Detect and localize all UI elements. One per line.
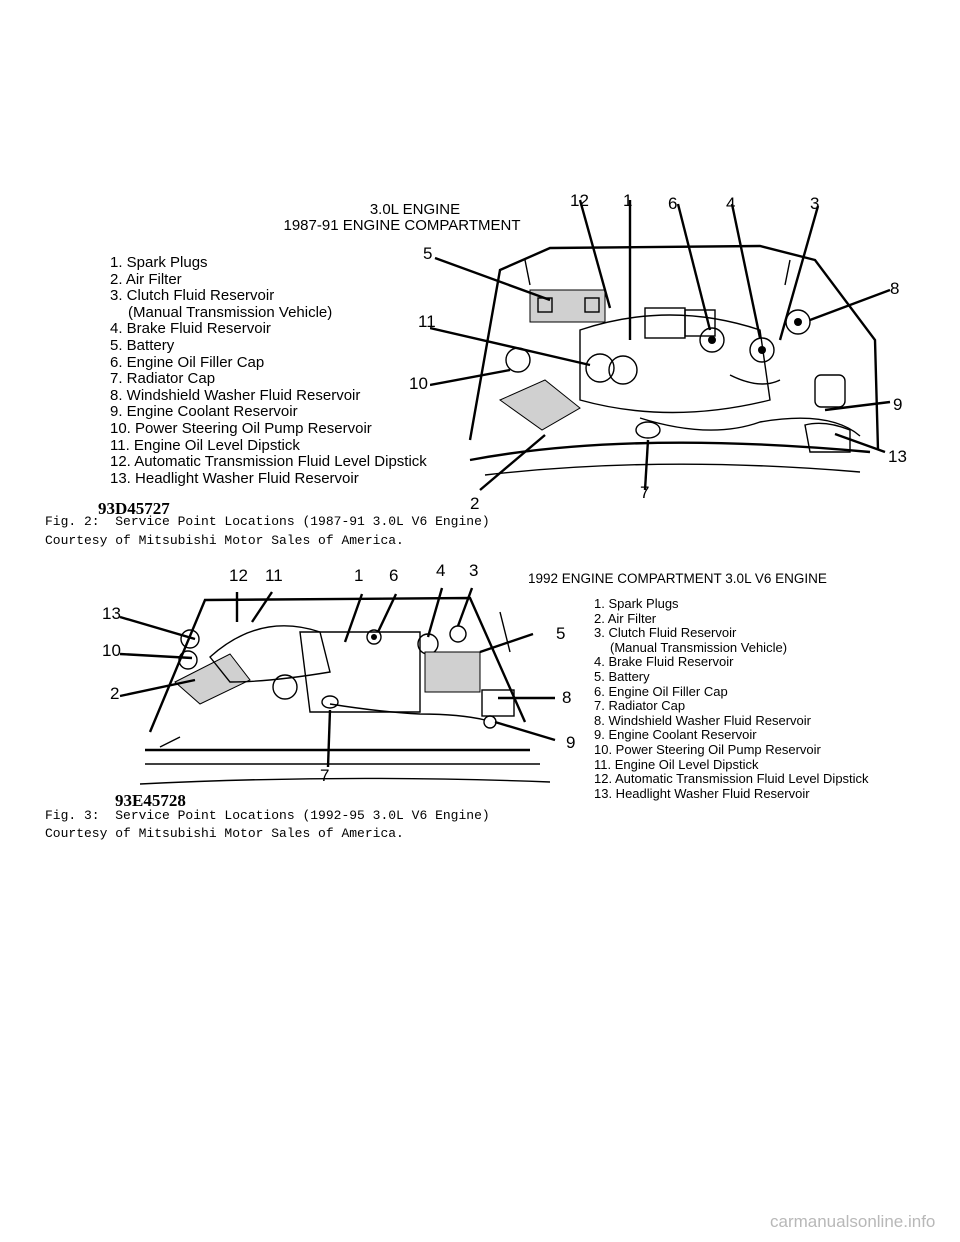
legend-item: 1. Spark Plugs [110,255,427,272]
legend-item: 1. Spark Plugs [594,597,869,612]
callout-label: 7 [320,766,329,786]
callout-label: 12 [229,566,248,586]
callout-label: 6 [389,566,398,586]
legend-item: 11. Engine Oil Level Dipstick [594,758,869,773]
legend-item: 3. Clutch Fluid Reservoir [594,626,869,641]
legend-item: 9. Engine Coolant Reservoir [594,728,869,743]
legend-item: 4. Brake Fluid Reservoir [594,655,869,670]
legend-item: 5. Battery [594,670,869,685]
figure-1-legend: 1. Spark Plugs 2. Air Filter 3. Clutch F… [110,255,427,487]
figure-2-caption-line-1: Fig. 3: Service Point Locations (1992-95… [45,808,490,823]
callout-label: 13 [102,604,121,624]
callout-label: 11 [418,312,436,332]
legend-item: 3. Clutch Fluid Reservoir [110,288,427,305]
callout-label: 5 [423,244,432,264]
callout-label: 4 [436,561,445,581]
legend-item: 6. Engine Oil Filler Cap [594,685,869,700]
callout-label: 10 [409,374,428,394]
callout-label: 8 [890,279,899,299]
legend-item: 8. Windshield Washer Fluid Reservoir [594,714,869,729]
callout-label: 9 [566,733,575,753]
callout-label: 10 [102,641,121,661]
legend-item: 9. Engine Coolant Reservoir [110,404,427,421]
legend-item: 11. Engine Oil Level Dipstick [110,438,427,455]
legend-item: 6. Engine Oil Filler Cap [110,355,427,372]
callout-label: 6 [668,194,677,214]
callout-label: 3 [469,561,478,581]
legend-item: 8. Windshield Washer Fluid Reservoir [110,388,427,405]
callout-label: 7 [640,483,649,503]
callout-label: 5 [556,624,565,644]
legend-item: (Manual Transmission Vehicle) [110,305,427,322]
callout-label: 13 [888,447,907,467]
legend-item: 10. Power Steering Oil Pump Reservoir [594,743,869,758]
callout-label: 9 [893,395,902,415]
callout-label: 3 [810,194,819,214]
legend-item: 7. Radiator Cap [594,699,869,714]
legend-item: 10. Power Steering Oil Pump Reservoir [110,421,427,438]
legend-item: 4. Brake Fluid Reservoir [110,321,427,338]
callout-label: 8 [562,688,571,708]
legend-item: 12. Automatic Transmission Fluid Level D… [594,772,869,787]
engine-compartment-1992-95-drawing [100,562,580,790]
legend-item: (Manual Transmission Vehicle) [594,641,869,656]
figure-1-caption-line-2: Courtesy of Mitsubishi Motor Sales of Am… [45,533,404,548]
watermark: carmanualsonline.info [770,1212,935,1232]
callout-label: 2 [110,684,119,704]
callout-label: 12 [570,191,589,211]
legend-item: 13. Headlight Washer Fluid Reservoir [110,471,427,488]
callout-label: 11 [265,566,283,586]
legend-item: 13. Headlight Washer Fluid Reservoir [594,787,869,802]
callout-label: 4 [726,194,735,214]
engine-compartment-1987-91-drawing [430,190,910,510]
legend-item: 2. Air Filter [110,272,427,289]
legend-item: 2. Air Filter [594,612,869,627]
figure-1-caption-line-1: Fig. 2: Service Point Locations (1987-91… [45,514,490,529]
figure-2-caption-line-2: Courtesy of Mitsubishi Motor Sales of Am… [45,826,404,841]
callout-label: 1 [623,191,632,211]
callout-label: 2 [470,494,479,514]
legend-item: 7. Radiator Cap [110,371,427,388]
figure-2-legend: 1. Spark Plugs 2. Air Filter 3. Clutch F… [594,597,869,801]
legend-item: 12. Automatic Transmission Fluid Level D… [110,454,427,471]
callout-label: 1 [354,566,363,586]
legend-item: 5. Battery [110,338,427,355]
